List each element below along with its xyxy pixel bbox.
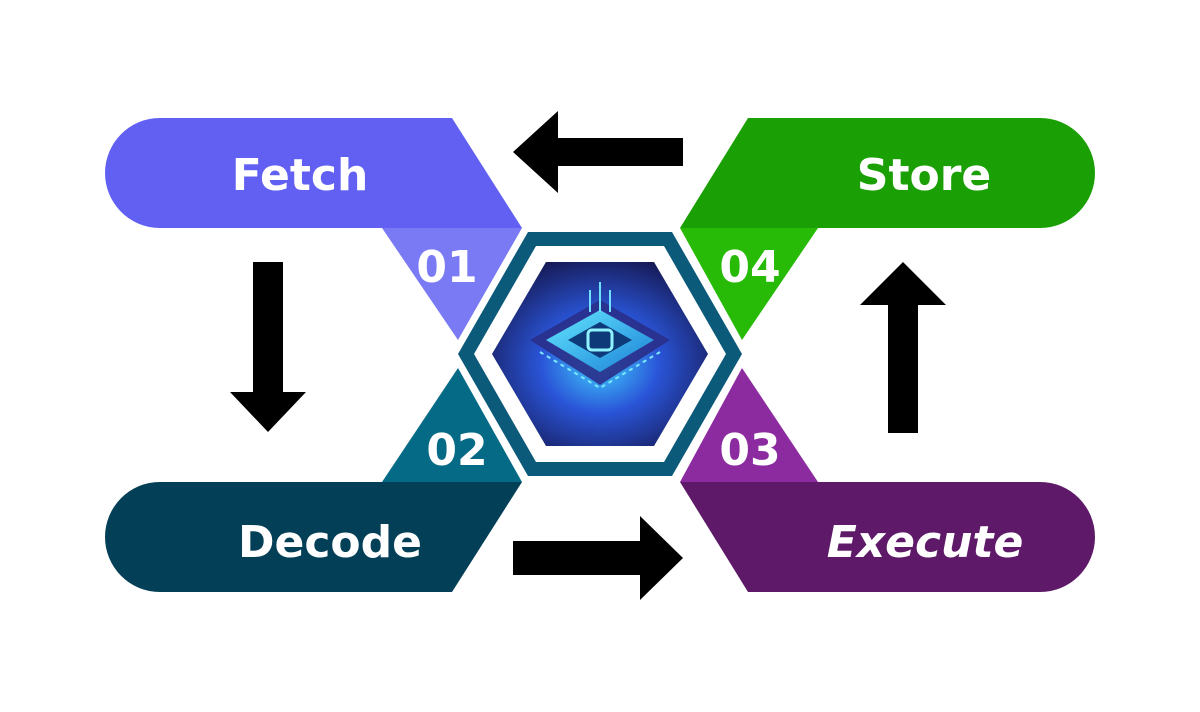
stage-execute: Execute 03	[680, 368, 1095, 592]
fetch-label: Fetch	[232, 150, 369, 201]
execute-number: 03	[719, 425, 780, 476]
store-banner	[680, 118, 1095, 228]
fetch-number-tab	[382, 228, 522, 340]
execute-number-tab	[680, 368, 818, 482]
decode-number-tab	[382, 368, 522, 482]
stage-decode: Decode 02	[105, 368, 522, 592]
fetch-banner	[105, 118, 522, 228]
arrow-down	[230, 262, 306, 432]
stage-store: Store 04	[680, 118, 1095, 340]
arrows	[230, 111, 946, 600]
arrow-right	[513, 516, 683, 600]
execute-label: Execute	[827, 517, 1024, 568]
stage-fetch: Fetch 01	[105, 118, 522, 340]
decode-banner	[105, 482, 522, 592]
decode-label: Decode	[238, 517, 422, 568]
store-label: Store	[857, 150, 992, 201]
store-number-tab	[680, 228, 818, 340]
arrow-left	[513, 111, 683, 193]
cpu-chip-icon	[530, 282, 670, 389]
arrow-up	[860, 262, 946, 433]
center-hexagon	[458, 232, 742, 476]
store-number: 04	[719, 242, 780, 293]
decode-number: 02	[426, 425, 487, 476]
execute-banner	[680, 482, 1095, 592]
fetch-number: 01	[416, 242, 477, 293]
